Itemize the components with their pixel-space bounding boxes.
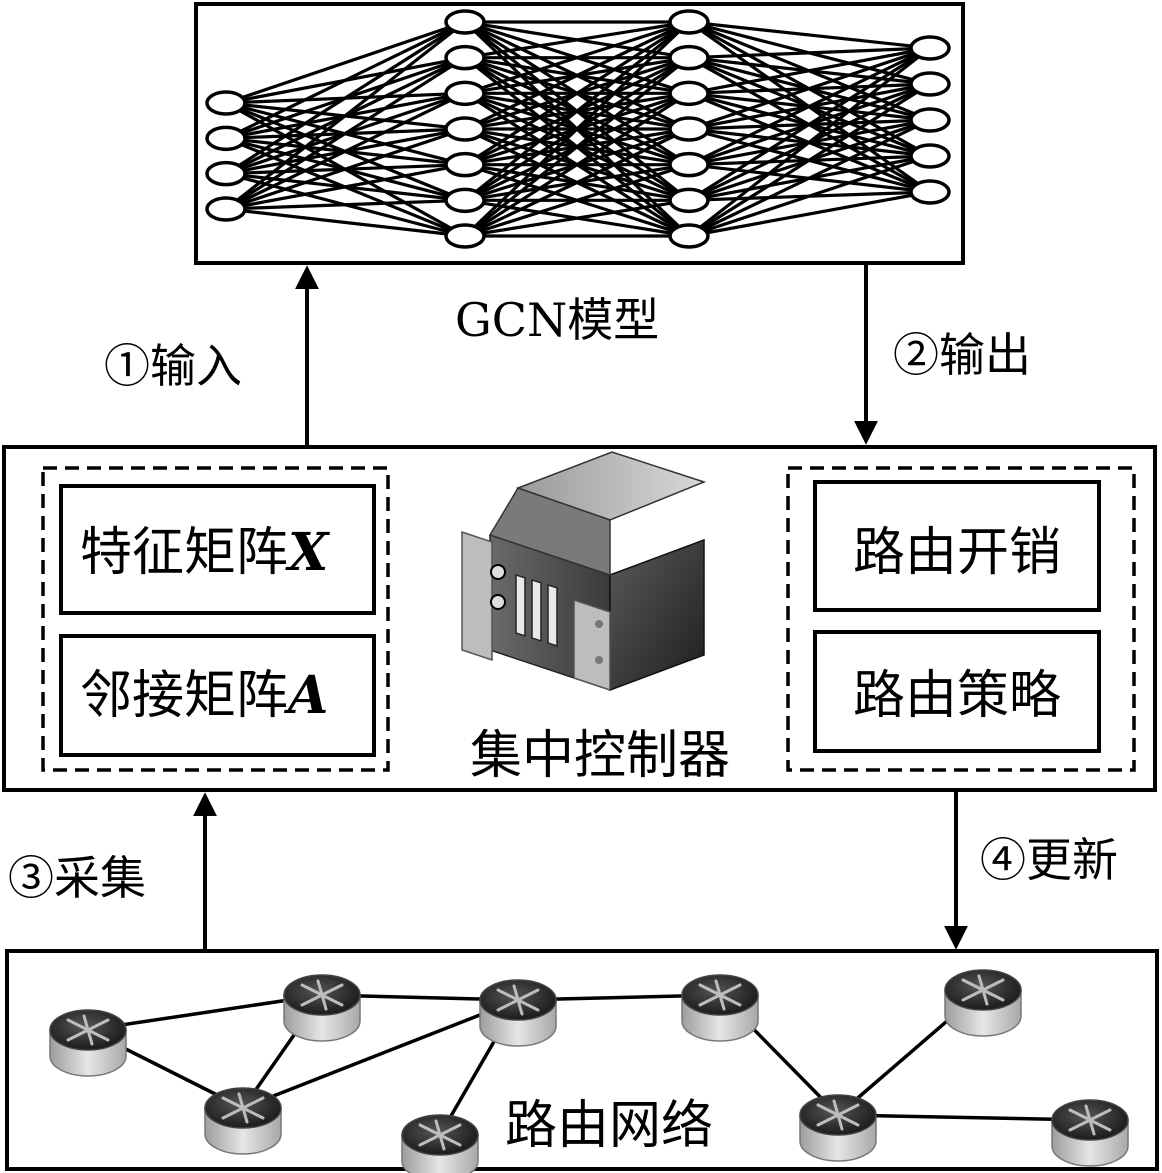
nn-edge <box>688 46 931 60</box>
routing-network: 路由网络 <box>5 949 1159 1173</box>
nn-node <box>205 160 247 187</box>
nn-node <box>444 187 486 214</box>
network-routers <box>49 969 1129 1173</box>
nn-node <box>909 107 951 133</box>
nn-edge <box>688 46 931 131</box>
feature-matrix-label: 特征矩阵X <box>80 522 331 583</box>
router-icon <box>799 1094 877 1162</box>
nn-edge <box>225 198 466 211</box>
controller: 特征矩阵X 邻接矩阵A 路由开销 路由策略 <box>2 445 1157 792</box>
nn-edge <box>225 20 466 211</box>
nn-edge <box>688 118 931 238</box>
adjacency-matrix-label: 邻接矩阵A <box>80 665 328 726</box>
nn-edge <box>688 46 931 202</box>
nn-edge <box>688 46 931 167</box>
routing-policy-box <box>813 630 1101 753</box>
output-group <box>786 466 1136 772</box>
nn-node <box>909 179 951 205</box>
nn-edge <box>688 82 931 238</box>
nn-node <box>205 196 247 222</box>
nn-node <box>909 71 951 97</box>
router-icon <box>283 974 361 1042</box>
nn-node <box>205 125 247 152</box>
server-icon <box>461 451 707 692</box>
nn-edge <box>464 20 690 95</box>
nn-edge <box>464 91 690 238</box>
feature-matrix-box <box>59 484 376 615</box>
nn-node <box>909 35 951 61</box>
nn-edge <box>464 20 690 131</box>
router-icon <box>1051 1099 1129 1167</box>
nn-edge <box>464 20 690 167</box>
router-icon <box>204 1087 282 1155</box>
nn-edge <box>688 190 931 238</box>
routing-network-label: 路由网络 <box>505 1096 713 1156</box>
routing-cost-label: 路由开销 <box>853 523 1061 583</box>
nn-node <box>668 116 710 142</box>
router-icon <box>681 974 759 1042</box>
nn-edge <box>688 20 931 50</box>
nn-edge <box>464 127 690 238</box>
nn-edge <box>464 198 690 238</box>
nn-edge <box>225 20 466 105</box>
nn-node <box>444 80 486 107</box>
input-matrices-group <box>41 466 390 772</box>
nn-edge <box>688 154 931 238</box>
network-link <box>837 1113 1091 1122</box>
nn-node <box>444 223 486 249</box>
nn-edge <box>464 56 690 238</box>
gcn-model-label: GCN模型 <box>455 293 659 347</box>
network-link <box>242 998 519 1110</box>
nn-edge <box>688 46 931 238</box>
nn-edge <box>225 207 466 238</box>
nn-edge <box>464 20 690 60</box>
nn-node <box>668 223 710 249</box>
nn-node <box>909 143 951 169</box>
nn-edges <box>225 20 931 238</box>
nn-node <box>444 9 486 35</box>
adjacency-matrix-box <box>59 634 376 757</box>
routing-cost-box <box>813 480 1101 612</box>
nn-node <box>205 90 247 116</box>
routing-policy-label: 路由策略 <box>853 666 1061 726</box>
nn-edge <box>225 20 466 176</box>
nn-edge <box>463 20 691 238</box>
nn-node <box>668 9 710 35</box>
routing-network-box <box>5 949 1159 1171</box>
nn-edge <box>688 46 931 95</box>
router-icon <box>401 1114 479 1173</box>
controller-label: 集中控制器 <box>470 726 730 786</box>
nn-node <box>668 44 710 71</box>
output-label: ②输出 <box>893 328 1031 382</box>
nn-node <box>444 44 486 71</box>
router-icon <box>49 1009 127 1077</box>
nn-nodes <box>205 9 951 249</box>
collect-label: ③采集 <box>8 851 146 905</box>
nn-edge <box>225 127 466 211</box>
nn-edge <box>225 91 466 211</box>
gcn-model <box>194 2 965 265</box>
nn-node <box>444 151 486 178</box>
router-icon <box>944 969 1022 1037</box>
nn-node <box>444 116 486 142</box>
nn-edge <box>225 56 466 211</box>
nn-edge <box>225 163 466 211</box>
router-icon <box>479 979 557 1047</box>
update-label: ④更新 <box>980 833 1118 887</box>
nn-edge <box>464 163 690 238</box>
input-label: ①输入 <box>104 339 242 393</box>
nn-node <box>668 151 710 178</box>
network-link <box>87 993 323 1032</box>
nn-node <box>668 80 710 107</box>
nn-edge <box>225 20 466 140</box>
nn-edge <box>464 20 690 202</box>
nn-node <box>668 187 710 214</box>
